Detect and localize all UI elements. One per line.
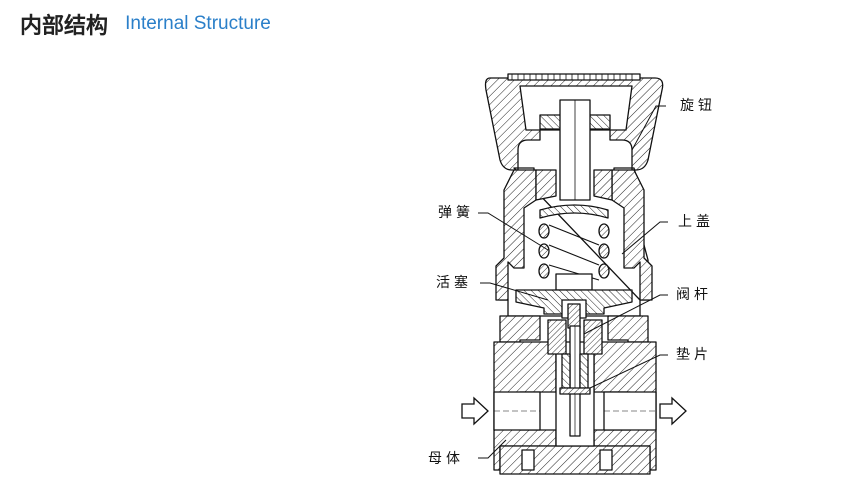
leader-knob bbox=[631, 105, 666, 151]
leader-gasket bbox=[589, 354, 668, 389]
label-body: 母体 bbox=[428, 451, 464, 467]
valve-stem-part bbox=[547, 319, 603, 437]
spring-part bbox=[538, 204, 610, 291]
label-knob: 旋钮 bbox=[680, 98, 716, 114]
page-subtitle: Internal Structure bbox=[125, 13, 271, 34]
upper-cover-part bbox=[495, 167, 653, 317]
label-spring: 弹簧 bbox=[438, 205, 474, 221]
outlet-arrow-icon bbox=[659, 396, 687, 426]
page-header: 内部结构 Internal Structure bbox=[20, 8, 271, 40]
leader-upper-cover bbox=[621, 221, 668, 255]
body-part bbox=[493, 315, 657, 475]
label-gasket: 垫片 bbox=[676, 347, 712, 363]
leader-piston bbox=[480, 282, 549, 301]
inlet-arrow-icon bbox=[461, 396, 489, 426]
piston-part bbox=[515, 289, 633, 329]
leader-spring bbox=[478, 212, 549, 251]
label-upper-cover: 上盖 bbox=[678, 214, 714, 230]
leader-body bbox=[478, 439, 507, 459]
label-valve-stem: 阀杆 bbox=[676, 287, 712, 303]
page-title: 内部结构 bbox=[20, 14, 109, 39]
knob-part bbox=[484, 73, 664, 201]
label-piston: 活塞 bbox=[436, 275, 472, 291]
leader-valve-stem bbox=[583, 294, 668, 335]
gasket-part bbox=[559, 353, 591, 395]
